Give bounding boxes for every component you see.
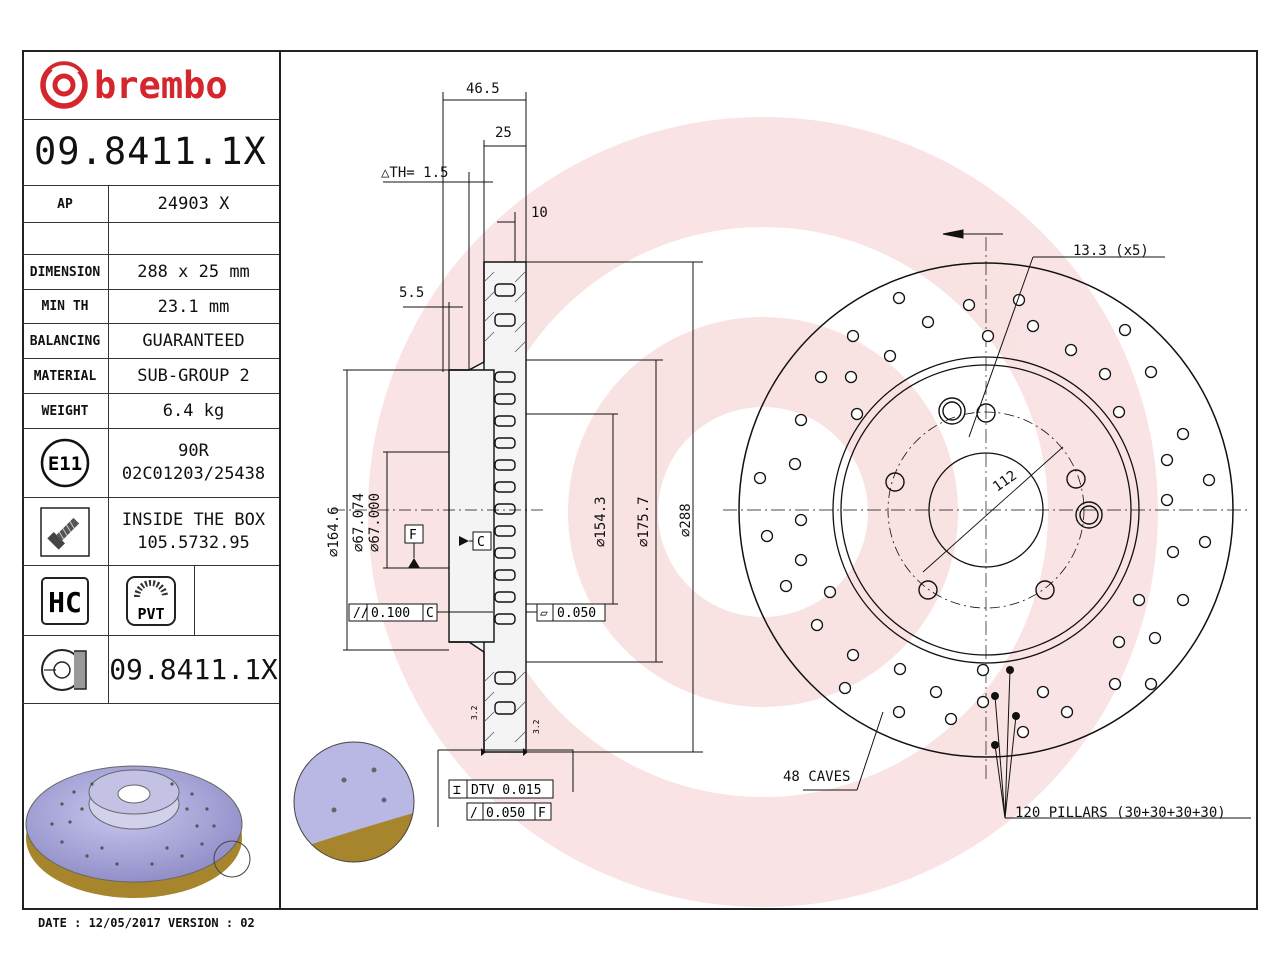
ap-row: AP 24903 X bbox=[22, 186, 279, 223]
drilled-holes bbox=[753, 291, 1216, 739]
disc-detail-render bbox=[293, 741, 415, 863]
part-number-row: 09.8411.1X bbox=[22, 120, 279, 186]
brand-row: brembo bbox=[22, 50, 279, 120]
minth-row: MIN TH 23.1 mm bbox=[22, 290, 279, 324]
dimension-value: 288 x 25 mm bbox=[137, 262, 250, 282]
vent-pillars bbox=[494, 283, 516, 715]
dim-46-5: 46.5 bbox=[466, 81, 500, 97]
part-number: 09.8411.1X bbox=[34, 130, 267, 173]
tolerance-parallel: // 0.100 C bbox=[348, 603, 493, 622]
e11-row: E11 90R 02C01203/25438 bbox=[22, 429, 279, 498]
footer-date: DATE : 12/05/2017 VERSION : 02 bbox=[38, 916, 255, 930]
dim-25: 25 bbox=[495, 125, 512, 141]
material-label: MATERIAL bbox=[22, 359, 109, 393]
ap-value: 24903 X bbox=[157, 194, 230, 214]
dia-67-074: ∅67.074 bbox=[351, 493, 367, 552]
pvt-cell: PVT bbox=[108, 566, 195, 635]
svg-text:/: / bbox=[470, 806, 478, 821]
brembo-logo-icon: brembo bbox=[40, 61, 228, 109]
bottom-code-row: 09.8411.1X bbox=[22, 636, 279, 704]
hc-label: HC bbox=[48, 586, 82, 619]
roughness-marks: 3.2 3.2 bbox=[470, 705, 541, 734]
svg-text:0.050: 0.050 bbox=[557, 606, 596, 621]
dim-5-5: 5.5 bbox=[399, 285, 424, 301]
box-line1: INSIDE THE BOX bbox=[121, 509, 266, 530]
box-line2: 105.5732.95 bbox=[137, 532, 250, 553]
dia-67-000: ∅67.000 bbox=[367, 493, 383, 552]
technical-drawing: 46.5 25 △TH= 1.5 10 5.5 ∅164.6 ∅67.074 ∅… bbox=[326, 81, 1251, 907]
section-view bbox=[333, 261, 543, 753]
box-row: INSIDE THE BOX 105.5732.95 bbox=[22, 498, 279, 566]
svg-text:F: F bbox=[538, 806, 546, 821]
svg-text:0.050: 0.050 bbox=[486, 806, 525, 821]
holes-label: 13.3 (x5) bbox=[1073, 243, 1149, 259]
dim-10: 10 bbox=[531, 205, 548, 221]
e11-approval-icon: E11 bbox=[40, 438, 90, 488]
disc-section-cell bbox=[22, 636, 109, 703]
datum-c: C bbox=[459, 531, 492, 551]
info-panel: brembo 09.8411.1X AP 24903 X DIMENSION 2… bbox=[22, 50, 415, 910]
svg-text:▱: ▱ bbox=[540, 606, 548, 621]
e11-cell: E11 bbox=[22, 429, 109, 497]
pvt-label: PVT bbox=[137, 605, 164, 623]
e11-line1: 90R bbox=[178, 441, 209, 461]
balancing-value: GUARANTEED bbox=[142, 331, 245, 351]
dia-154-3: ∅154.3 bbox=[593, 496, 609, 547]
disc-section-icon bbox=[41, 648, 87, 691]
datum-f: F bbox=[404, 524, 424, 568]
svg-text:⌶: ⌶ bbox=[453, 783, 461, 798]
minth-label: MIN TH bbox=[22, 290, 109, 323]
svg-text://: // bbox=[353, 606, 369, 621]
weight-label: WEIGHT bbox=[22, 394, 109, 428]
disc-render bbox=[25, 765, 251, 898]
svg-text:3.2: 3.2 bbox=[470, 705, 479, 720]
box-values: INSIDE THE BOX 105.5732.95 bbox=[108, 498, 279, 565]
dimension-labels: 46.5 25 △TH= 1.5 10 5.5 ∅164.6 ∅67.074 ∅… bbox=[326, 81, 694, 557]
svg-text:DTV 0.015: DTV 0.015 bbox=[471, 783, 541, 798]
section-hatching bbox=[483, 270, 527, 743]
dia-175-7: ∅175.7 bbox=[636, 496, 652, 547]
pvt-icon: PVT bbox=[126, 575, 176, 626]
e11-label: E11 bbox=[48, 453, 82, 475]
dia-164-6: ∅164.6 bbox=[326, 506, 342, 557]
svg-text:C: C bbox=[426, 606, 434, 621]
svg-text:0.100: 0.100 bbox=[371, 606, 410, 621]
e11-values: 90R 02C01203/25438 bbox=[108, 429, 279, 497]
pcd-label: 112 bbox=[990, 468, 1020, 496]
front-view bbox=[723, 229, 1251, 782]
material-value: SUB-GROUP 2 bbox=[137, 366, 250, 386]
empty-cell-left bbox=[22, 223, 109, 254]
section-dimensions bbox=[343, 92, 703, 753]
pillars-label: 120 PILLARS (30+30+30+30) bbox=[1015, 805, 1226, 821]
bottom-code: 09.8411.1X bbox=[109, 653, 278, 686]
caves-label: 48 CAVES bbox=[783, 769, 850, 785]
dimension-row: DIMENSION 288 x 25 mm bbox=[22, 255, 279, 290]
svg-text:F: F bbox=[409, 528, 417, 543]
hc-pvt-row: HC PVT bbox=[22, 566, 279, 636]
brand-name: brembo bbox=[94, 64, 228, 107]
ap-label: AP bbox=[22, 186, 109, 222]
svg-text:C: C bbox=[477, 535, 485, 550]
tolerance-flatness: ▱ 0.050 bbox=[526, 603, 606, 622]
tolerance-dtv: ⌶ DTV 0.015 / 0.050 F bbox=[437, 748, 574, 827]
dia-288: ∅288 bbox=[678, 503, 694, 537]
empty-row bbox=[22, 223, 279, 255]
screw-icon bbox=[40, 506, 90, 557]
minth-value: 23.1 mm bbox=[157, 296, 230, 317]
balancing-row: BALANCING GUARANTEED bbox=[22, 324, 279, 359]
screw-cell bbox=[22, 498, 109, 565]
e11-line2: 02C01203/25438 bbox=[121, 464, 266, 484]
weight-row: WEIGHT 6.4 kg bbox=[22, 394, 279, 429]
front-leaders bbox=[803, 256, 1251, 819]
svg-text:3.2: 3.2 bbox=[532, 719, 541, 734]
wheel-stud-holes bbox=[885, 397, 1103, 600]
balancing-label: BALANCING bbox=[22, 324, 109, 358]
hc-icon: HC bbox=[41, 576, 89, 625]
hc-cell: HC bbox=[22, 566, 109, 635]
drawing-frame bbox=[22, 50, 1258, 910]
material-row: MATERIAL SUB-GROUP 2 bbox=[22, 359, 279, 394]
dimension-label: DIMENSION bbox=[22, 255, 109, 289]
dim-th: △TH= 1.5 bbox=[381, 165, 448, 181]
weight-value: 6.4 kg bbox=[162, 401, 225, 421]
